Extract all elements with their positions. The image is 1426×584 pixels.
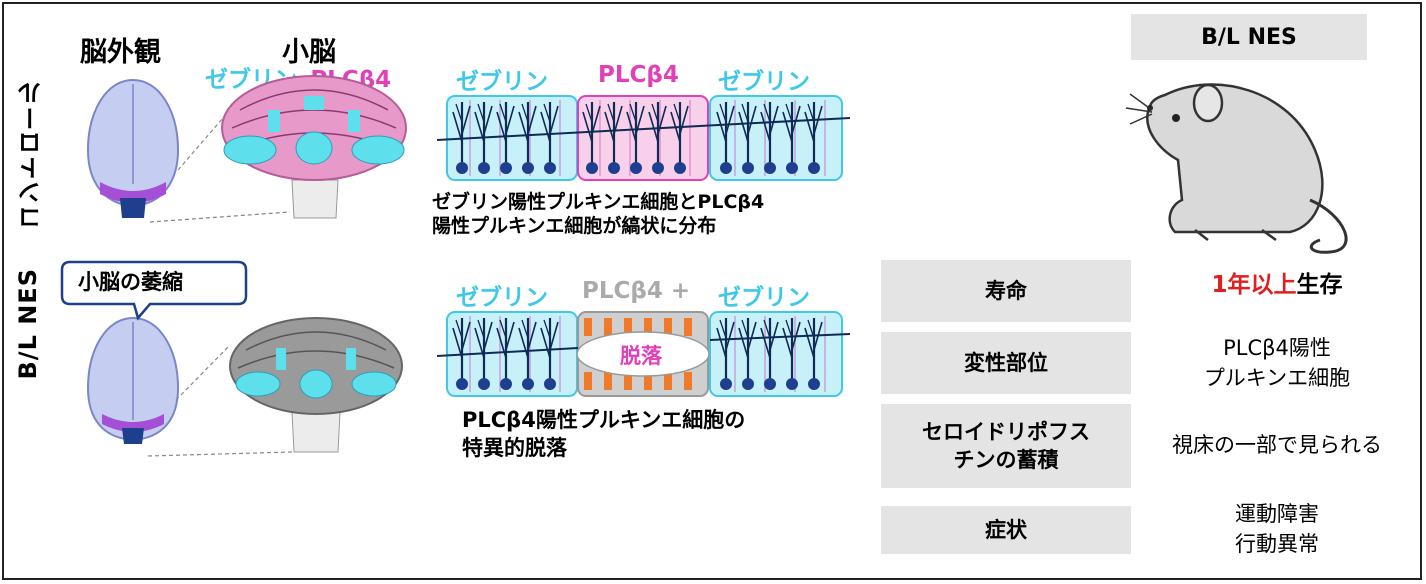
table-row-degeneration-value: PLCβ4陽性 プルキンエ細胞: [1138, 328, 1416, 398]
control-caption: ゼブリン陽性プルキンエ細胞とPLCβ4 陽性プルキンエ細胞が縞状に分布: [432, 190, 764, 238]
symptoms-line2: 行動異常: [1235, 532, 1319, 556]
ceroid-label-line2: チンの蓄積: [953, 448, 1059, 472]
nes-label-zebrin-right: ゼブリン: [718, 285, 810, 311]
table-row-symptoms-value: 運動障害 行動異常: [1138, 494, 1416, 564]
mouse-label-box: B/L NES: [1131, 14, 1367, 60]
control-brain-icon: [86, 78, 180, 218]
table-row-ceroid-value: 視床の一部で見られる: [1172, 433, 1382, 457]
control-strip: [436, 95, 851, 181]
header-cerebellum: 小脳: [282, 37, 336, 68]
control-cerebellum-icon: [221, 75, 407, 219]
control-label-zebrin-left: ゼブリン: [456, 69, 548, 95]
control-caption-line1: ゼブリン陽性プルキンエ細胞とPLCβ4: [432, 191, 765, 213]
ceroid-label-line1: セロイドリポフス: [922, 420, 1090, 444]
control-label-zebrin-right: ゼブリン: [718, 69, 810, 95]
table-row-lifespan-label: 寿命: [881, 260, 1131, 322]
nes-label-zebrin-left: ゼブリン: [456, 285, 548, 311]
loss-label: 脱落: [620, 344, 662, 368]
nes-caption-line2: 特異的脱落: [462, 436, 567, 460]
table-row-ceroid-label: セロイドリポフス チンの蓄積: [881, 404, 1131, 488]
symptoms-line1: 運動障害: [1235, 502, 1319, 526]
nes-label-plcb4: PLCβ4 +: [582, 278, 691, 304]
table-row-lifespan-value: 1年以上生存: [1138, 260, 1416, 310]
control-label-plcb4: PLCβ4: [598, 62, 679, 88]
lifespan-rest: 生存: [1296, 272, 1343, 298]
degeneration-line2: プルキンエ細胞: [1203, 366, 1351, 390]
table-row-degeneration-label: 変性部位: [881, 332, 1131, 394]
mouse-illustration: [1125, 83, 1348, 254]
nes-caption-line1: PLCβ4陽性プルキンエ細胞の: [462, 408, 746, 432]
control-caption-line2: 陽性プルキンエ細胞が縞状に分布: [432, 215, 717, 237]
header-external-view: 脳外観: [80, 37, 161, 68]
atrophy-callout-text: 小脳の萎縮: [78, 270, 183, 294]
nes-strip: [436, 311, 851, 397]
atrophy-callout: [60, 260, 248, 321]
nes-cerebellum-icon: [229, 317, 403, 453]
table-row-symptoms-label: 症状: [881, 506, 1131, 554]
lifespan-highlight: 1年以上: [1211, 272, 1297, 298]
nes-brain-icon: [86, 316, 180, 444]
degeneration-line1: PLCβ4陽性: [1223, 336, 1331, 360]
nes-caption: PLCβ4陽性プルキンエ細胞の 特異的脱落: [462, 406, 745, 462]
